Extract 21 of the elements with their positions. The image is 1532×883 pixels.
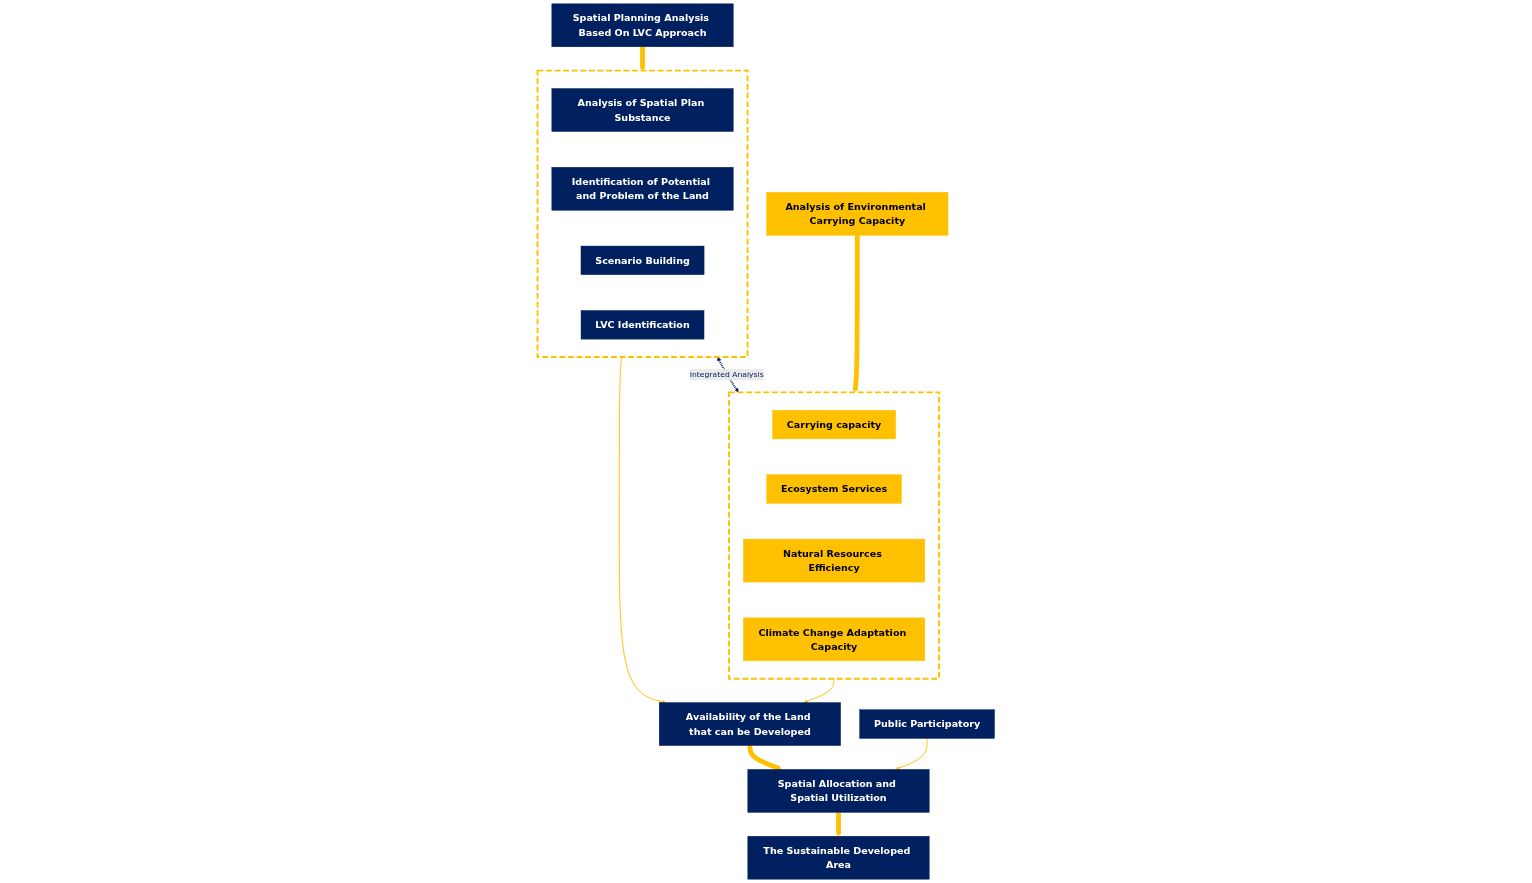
arrow [717, 357, 739, 393]
node-box: Availability of the Land that can be Developed [659, 702, 841, 746]
node-box: LVC Identification [580, 310, 705, 340]
arrow [640, 46, 645, 71]
node-box: Scenario Building [580, 245, 705, 275]
cluster [536, 69, 749, 358]
arrow [852, 235, 860, 393]
arrow [836, 811, 841, 837]
arrow [747, 745, 782, 771]
node-box: Analysis of Environmental Carrying Capacity [766, 192, 949, 236]
node-box: Natural Resources Efficiency [743, 538, 925, 583]
node-box: Spatial Allocation and Spatial Utilization [747, 769, 930, 813]
node-box: Analysis of Spatial Plan Substance [551, 88, 734, 132]
node-box: Ecosystem Services [766, 474, 902, 504]
node-box: Spatial Planning Analysis Based On LVC Approach [551, 3, 734, 47]
node-box: Carrying capacity [772, 410, 896, 440]
node-box: Identification of Potential and Problem of the Land [551, 167, 734, 211]
node-box: Climate Change Adaptation Capacity [743, 617, 925, 662]
node-box: Public Participatory [859, 709, 995, 739]
node-box: The Sustainable Developed Area [747, 836, 930, 880]
cluster [728, 391, 941, 680]
